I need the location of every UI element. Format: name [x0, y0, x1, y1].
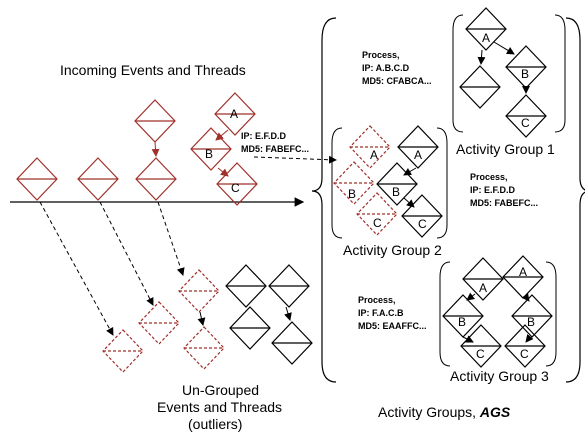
flow-to-outlier-3 [157, 201, 185, 276]
ags-outer-brace [311, 17, 337, 383]
group-3-process: Process, [358, 295, 396, 305]
group-1-node-b: B [521, 67, 529, 81]
group-2-red-nodes [333, 125, 398, 236]
outlier-threads [225, 264, 313, 365]
incoming-thread [190, 92, 258, 206]
incoming-ip: IP: E.F.D.D [241, 131, 287, 141]
group-3-node-a1: A [479, 281, 487, 295]
incoming-thread-edge-ab [215, 129, 229, 141]
group-3-node-b2: B [527, 315, 535, 329]
group-3-edge-2 [521, 293, 530, 302]
group-3-brace-right [545, 261, 557, 367]
incoming-event-2 [77, 157, 119, 201]
group-1-ip: IP: A.B.C.D [362, 63, 410, 73]
ungrouped-label-line-1: Un-Grouped [182, 382, 259, 398]
incoming-node-a: A [230, 107, 238, 121]
group-2-brace-right [436, 127, 448, 239]
outlier-edge [197, 311, 206, 326]
flow-to-outlier-2 [99, 201, 154, 306]
group-3-node-b1: B [458, 315, 466, 329]
group-1-edge-2 [477, 49, 486, 65]
group-2-red-node-c: C [373, 216, 382, 230]
incoming-event-3 [135, 157, 177, 201]
group-3-edge-3 [462, 335, 474, 343]
group-2-node-c: C [418, 217, 427, 231]
group-2-red-node-a: A [370, 148, 378, 162]
incoming-edge [151, 141, 160, 157]
incoming-event-4 [134, 99, 176, 143]
ags-outer-brace-right [565, 17, 585, 383]
group-1-brace-right [554, 14, 566, 133]
group-1-node-c: C [521, 116, 530, 130]
incoming-label: Incoming Events and Threads [60, 62, 246, 78]
group-3-brace-left [439, 261, 451, 367]
incoming-node-c: C [231, 181, 240, 195]
group-2-red-node-b: B [348, 187, 356, 201]
ags-label-prefix: Activity Groups, [378, 404, 480, 420]
group-1-brace-left [452, 14, 464, 133]
group-3-ip: IP: F.A.C.B [358, 308, 404, 318]
outlier-events [102, 269, 225, 373]
group-1-nodes [459, 7, 547, 138]
group-3-node-c1: C [476, 347, 485, 361]
incoming-node-b: B [205, 147, 213, 161]
ungrouped-label-line-2: Events and Threads [157, 399, 282, 415]
flow-to-outlier-1 [39, 201, 114, 336]
group-3-edge-4 [525, 334, 534, 343]
group-1-process: Process, [362, 50, 400, 60]
group-1-node-a: A [482, 31, 490, 45]
group-2-process: Process, [470, 172, 508, 182]
group-2-ip: IP: E.F.D.D [470, 185, 516, 195]
group-2-node-b: B [392, 185, 400, 199]
incoming-event-1 [16, 157, 58, 201]
group-2-node-a: A [414, 148, 422, 162]
group-3-edge-1 [466, 292, 476, 301]
group-1-md5: MD5: CFABCA... [362, 76, 432, 86]
group-2-edge-1 [403, 167, 417, 176]
incoming-md5: MD5: FABEFC... [241, 144, 309, 154]
incoming-thread-edge-bc [217, 167, 229, 177]
outlier-thread-edge [284, 306, 292, 321]
ags-label-name: AGS [479, 404, 511, 420]
ungrouped-label-line-3: (outliers) [188, 416, 242, 432]
group-3-node-a2: A [519, 265, 527, 279]
group-2-md5: MD5: FABEFC... [470, 198, 538, 208]
group-2-black-nodes [376, 125, 443, 238]
group-2-title: Activity Group 2 [343, 242, 442, 258]
group-1-edge-1 [493, 41, 515, 55]
group-1-title: Activity Group 1 [456, 141, 555, 157]
ags-label: Activity Groups, AGS [378, 404, 511, 420]
group-3-nodes [442, 255, 553, 368]
group-3-node-c2: C [520, 347, 529, 361]
group-2-edge-2 [403, 197, 415, 208]
group-3-title: Activity Group 3 [450, 368, 549, 384]
flow-to-group-2 [253, 155, 337, 164]
group-3-md5: MD5: EAAFFC... [358, 321, 427, 331]
group-2-brace-left [331, 127, 343, 239]
